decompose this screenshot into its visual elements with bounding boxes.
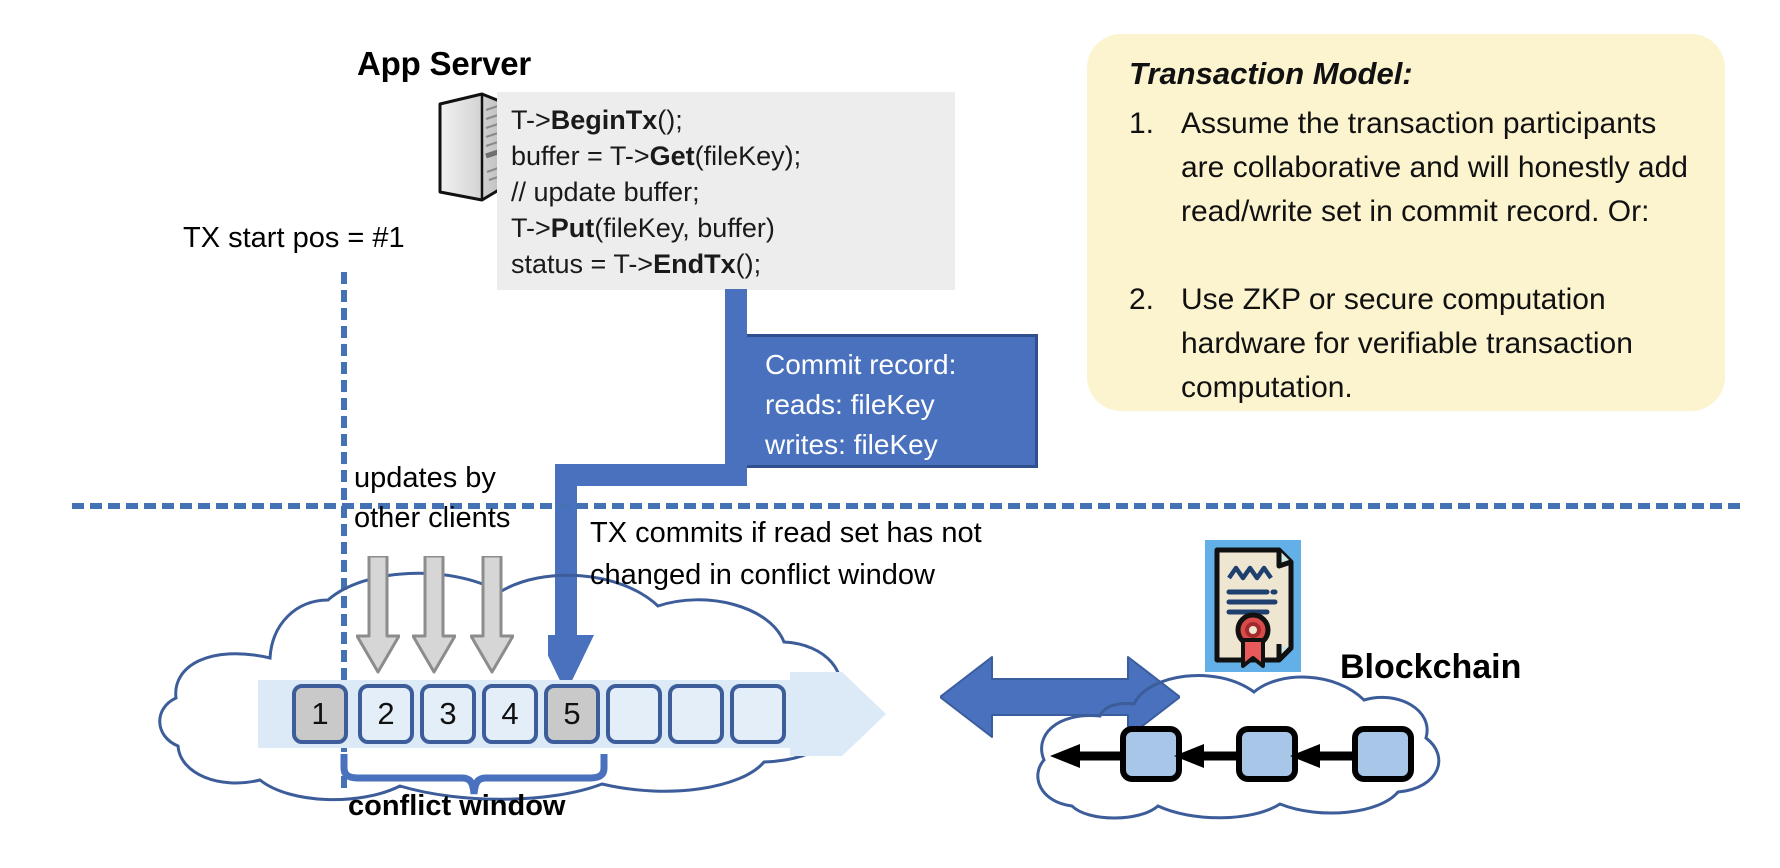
ledger-block[interactable]	[606, 684, 662, 744]
tx-start-dashed-line	[341, 272, 347, 788]
commit-record-line: writes: fileKey	[765, 429, 938, 460]
updates-by-other-clients-label: updates by other clients	[354, 462, 511, 534]
ledger-block[interactable]: 3	[420, 684, 476, 744]
blockchain-link-arrow-icon	[1050, 744, 1124, 773]
update-arrow-icon	[355, 554, 401, 681]
transaction-model-callout: Transaction Model: 1. Assume the transac…	[1087, 34, 1725, 411]
update-arrow-icon	[411, 554, 457, 681]
conflict-window-brace-icon	[340, 752, 610, 803]
list-text: Use ZKP or secure computation hardware f…	[1181, 283, 1633, 404]
transaction-model-item: 2. Use ZKP or secure computation hardwar…	[1129, 278, 1691, 410]
list-number: 2.	[1129, 283, 1155, 316]
blockchain-link-arrow-icon	[1174, 744, 1240, 773]
app-server-title: App Server	[357, 45, 532, 82]
ledger-block[interactable]: 1	[292, 684, 348, 744]
commit-record-box: Commit record: reads: fileKey writes: fi…	[744, 334, 1038, 468]
ledger-block[interactable]: 5	[544, 684, 600, 744]
code-line: T->Put(fileKey, buffer)	[511, 213, 775, 243]
ledger-block[interactable]: 2	[358, 684, 414, 744]
code-line: T->BeginTx();	[511, 105, 683, 135]
code-line: // update buffer;	[511, 177, 700, 207]
code-line: buffer = T->Get(fileKey);	[511, 141, 802, 171]
list-text: Assume the transaction participants are …	[1181, 107, 1688, 228]
ledger-continuation-chevron-icon	[790, 672, 890, 761]
transaction-model-item: 1. Assume the transaction participants a…	[1129, 102, 1691, 234]
blockchain-block[interactable]	[1352, 726, 1414, 782]
certificate-contract-icon	[1205, 540, 1301, 672]
blockchain-link-arrow-icon	[1290, 744, 1356, 773]
commit-record-line: reads: fileKey	[765, 389, 935, 420]
ledger-strip	[258, 680, 818, 748]
update-arrow-icon	[469, 554, 515, 681]
ledger-block[interactable]	[730, 684, 786, 744]
tx-commits-condition-label: TX commits if read set has not changed i…	[590, 517, 982, 591]
conflict-window-label: conflict window	[348, 790, 566, 822]
ledger-block[interactable]: 4	[482, 684, 538, 744]
commit-record-line: Commit record:	[765, 349, 957, 380]
list-number: 1.	[1129, 107, 1155, 140]
layer-divider	[72, 503, 1740, 509]
blockchain-block[interactable]	[1236, 726, 1298, 782]
ledger-block[interactable]	[668, 684, 724, 744]
commit-flow-arrow-icon	[538, 285, 788, 720]
code-snippet-panel: T->BeginTx(); buffer = T->Get(fileKey); …	[497, 92, 955, 290]
tx-start-pos-label: TX start pos = #1	[183, 222, 405, 254]
blockchain-label: Blockchain	[1340, 648, 1522, 686]
code-line: status = T->EndTx();	[511, 249, 762, 279]
transaction-model-title: Transaction Model:	[1129, 56, 1413, 91]
blockchain-cloud-outline	[1030, 660, 1450, 825]
blockchain-block[interactable]	[1120, 726, 1182, 782]
